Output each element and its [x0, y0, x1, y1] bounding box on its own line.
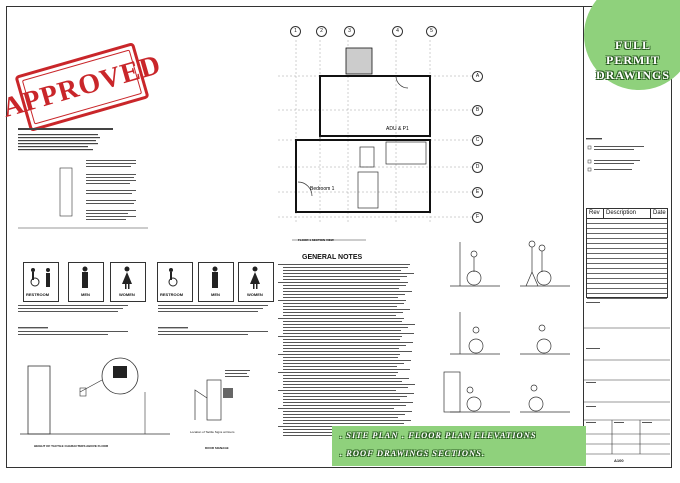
sign-notes-block	[18, 305, 268, 335]
tactile-caption: HEIGHT OF TACTILE CHARACTERS ABOVE FLOOR	[34, 444, 109, 448]
service-extra: .	[482, 448, 486, 458]
sign-label: WOMEN	[119, 292, 135, 297]
grid-bubble-row: A	[472, 71, 483, 82]
sheet-number: A100	[614, 458, 624, 463]
banner-title-line2: DRAWINGS	[595, 68, 670, 82]
grid-bubble-row: B	[472, 105, 483, 116]
service-elevations: . ELEVATIONS	[468, 430, 537, 440]
sign-label: MEN	[81, 292, 90, 297]
sign-label: RESTROOM	[160, 292, 184, 297]
room-label-adu: ADU & P1	[386, 126, 409, 132]
floor-plan: Bedroom 1 ADU & P1	[278, 40, 473, 241]
men-sign-2: MEN	[198, 262, 234, 302]
revision-row	[587, 244, 667, 249]
revision-row	[587, 279, 667, 284]
revision-row	[587, 254, 667, 259]
accessibility-figures	[443, 240, 570, 413]
door-sign-detail	[194, 370, 250, 421]
grid-bubble-col: 4	[392, 26, 403, 37]
revision-row	[587, 284, 667, 289]
revision-row	[587, 294, 667, 299]
sheet-border	[6, 6, 672, 468]
rev-col-header: Rev	[587, 209, 604, 218]
door-signage-caption: DOOR SIGNAGE	[205, 446, 229, 450]
revision-row	[587, 219, 667, 224]
date-col-header: Date	[653, 210, 666, 216]
restroom-sign-1: RESTROOM	[23, 262, 59, 302]
revision-row	[587, 249, 667, 254]
revision-row	[587, 274, 667, 279]
location-caption: Location of Tactile Signs at Doors	[190, 430, 235, 434]
grid-bubble-col: 1	[290, 26, 301, 37]
revision-rows	[587, 219, 667, 299]
men-sign-1: MEN	[68, 262, 104, 302]
description-col-header: Description	[604, 209, 651, 218]
revision-row	[587, 239, 667, 244]
banner-title: FULL PERMIT DRAWINGS	[588, 38, 678, 83]
general-notes-text	[278, 264, 415, 436]
revision-row	[587, 264, 667, 269]
general-notes-title: GENERAL NOTES	[302, 254, 363, 261]
revision-row	[587, 259, 667, 264]
restroom-sign-2: RESTROOM	[157, 262, 193, 302]
floorplan-caption: FLOOR 1 SECTION VIEW	[298, 238, 334, 242]
sign-pictograms	[30, 266, 260, 289]
revision-row	[587, 224, 667, 229]
service-sections: . SECTIONS	[426, 448, 482, 458]
grid-bubble-col: 2	[316, 26, 327, 37]
revision-row	[587, 234, 667, 239]
sign-label: MEN	[211, 292, 220, 297]
revision-row	[587, 289, 667, 294]
titleblock-fields	[584, 302, 670, 455]
grid-bubble-row: E	[472, 187, 483, 198]
banner-title-line1: FULL PERMIT	[606, 38, 660, 67]
service-roof-drawings: . ROOF DRAWINGS	[340, 448, 430, 458]
sign-label: RESTROOM	[26, 292, 50, 297]
title-block	[583, 6, 671, 466]
revision-row	[587, 269, 667, 274]
services-band	[332, 426, 586, 466]
revision-row	[587, 229, 667, 234]
grid-bubble-row: C	[472, 135, 483, 146]
left-notes-block	[18, 128, 148, 229]
women-sign-2: WOMEN	[238, 262, 274, 302]
key-notes-block	[586, 138, 644, 172]
grid-bubble-row: D	[472, 162, 483, 173]
tactile-sign-elevation	[20, 357, 170, 435]
service-floor-plan: . FLOOR PLAN	[402, 430, 472, 440]
service-site-plan: . SITE PLAN	[340, 430, 399, 440]
grid-bubble-row: F	[472, 212, 483, 223]
revision-table: Rev Description Date	[586, 208, 668, 299]
room-label-bedroom: Bedroom 1	[310, 186, 335, 192]
sign-label: WOMEN	[247, 292, 263, 297]
grid-bubble-col: 3	[344, 26, 355, 37]
grid-bubble-col: 5	[426, 26, 437, 37]
women-sign-1: WOMEN	[110, 262, 146, 302]
